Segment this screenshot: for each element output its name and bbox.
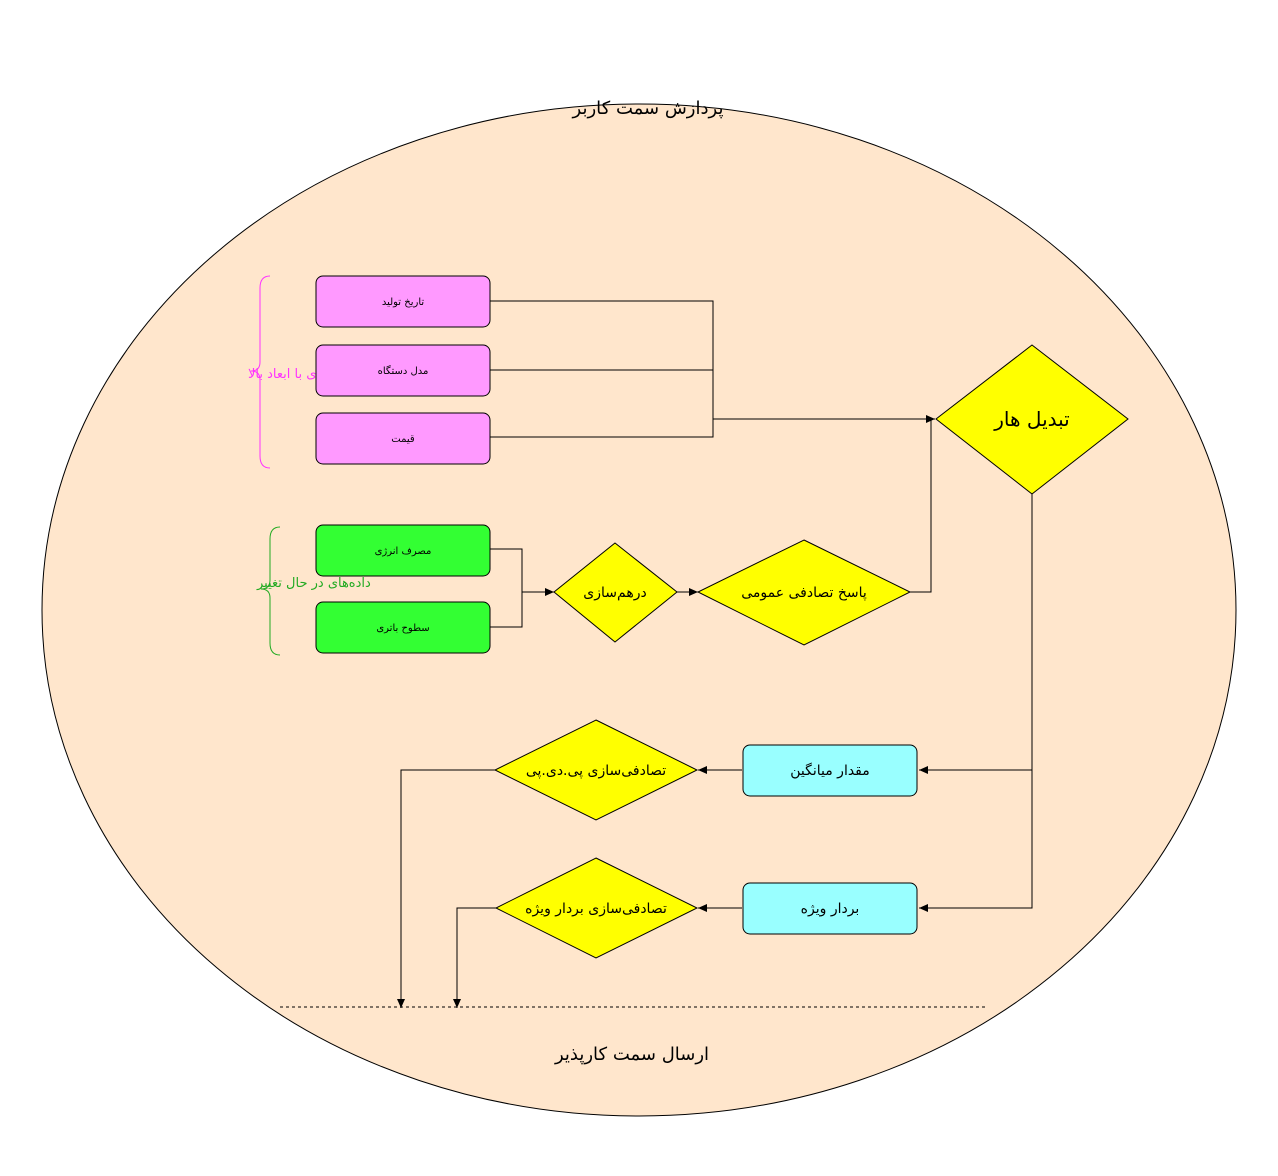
green-connectors — [490, 419, 932, 628]
eigenvector-label: بردار ویژه — [801, 901, 860, 917]
hash-label: درهم‌سازی — [583, 585, 646, 601]
device-model-label: مدل دستگاه — [378, 365, 429, 377]
eigenvector-randomization-diamond: تصادفی‌سازی بردار ویژه — [494, 857, 699, 959]
haar-connectors — [397, 494, 1033, 1008]
eigenvector-randomization-label: تصادفی‌سازی بردار ویژه — [525, 901, 667, 917]
pdp-randomization-label: تصادفی‌سازی پی.دی.پی — [526, 763, 666, 779]
high-dim-brace — [250, 275, 271, 469]
mean-value-label: مقدار میانگین — [790, 762, 870, 779]
energy-use-label: مصرف انرژی — [375, 546, 432, 557]
haar-transform-diamond: تبدیل هار — [935, 344, 1129, 495]
manufacture-date-label: تاریخ تولید — [382, 297, 425, 308]
public-random-response-diamond: پاسخ تصادفی عمومی — [696, 539, 912, 646]
energy-use-box: مصرف انرژی — [315, 524, 491, 577]
server-send-label: ارسال سمت کارپذیر — [554, 1044, 709, 1065]
changing-group-label: داده‌های در حال تغییر — [256, 576, 371, 591]
battery-levels-box: سطوح باتری — [315, 601, 491, 654]
changing-brace — [260, 526, 281, 656]
eigenvector-box: بردار ویژه — [742, 882, 918, 935]
public-random-response-label: پاسخ تصادفی عمومی — [741, 585, 867, 601]
price-label: قیمت — [391, 434, 415, 445]
hash-diamond: درهم‌سازی — [553, 542, 678, 643]
mean-value-box: مقدار میانگین — [742, 744, 918, 797]
battery-levels-label: سطوح باتری — [376, 623, 429, 634]
device-model-box: مدل دستگاه — [315, 344, 491, 397]
price-box: قیمت — [315, 412, 491, 465]
client-processing-label: پردازش سمت کاربر — [572, 98, 724, 119]
pink-connectors — [490, 300, 935, 438]
pdp-randomization-diamond: تصادفی‌سازی پی.دی.پی — [493, 719, 699, 821]
manufacture-date-box: تاریخ تولید — [315, 275, 491, 328]
haar-transform-label: تبدیل هار — [993, 407, 1069, 431]
